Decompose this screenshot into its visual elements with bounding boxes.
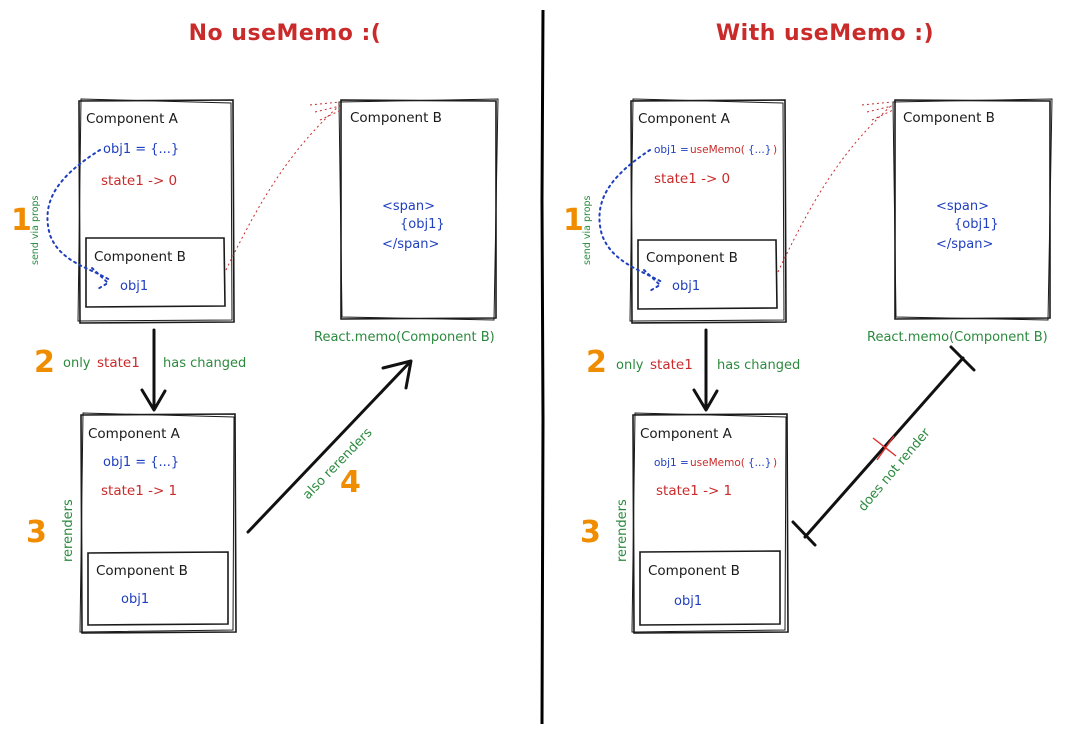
left-arrow-diagonal	[246, 360, 412, 534]
center-divider	[540, 9, 545, 725]
right-component-a-top-obj-memo: useMemo(	[690, 144, 745, 156]
left-component-b-bottom-box	[87, 551, 229, 626]
left-component-b-inner-title: Component B	[94, 249, 186, 265]
right-step-3: 3	[580, 515, 601, 550]
right-component-a-bottom-obj-braces: {...}	[748, 457, 771, 469]
right-component-a-bottom-obj-close: )	[773, 457, 777, 469]
left-component-a-top: Component A obj1 = {...} state1 -> 0 Com…	[77, 98, 235, 324]
right-component-a-top-title: Component A	[638, 111, 731, 127]
right-component-b-right-box-stroke2	[892, 98, 1053, 321]
right-component-a-bottom-box-stroke2	[631, 412, 787, 633]
right-component-a-top-obj-braces: {...}	[748, 144, 771, 156]
right-projection-line-1	[777, 104, 893, 273]
right-blocked-line	[803, 356, 965, 539]
left-component-a-bottom-title: Component A	[88, 426, 181, 442]
left-component-b-right-title: Component B	[350, 110, 442, 126]
right-component-b-right: Component B <span> {obj1} </span> React.…	[867, 98, 1053, 345]
left-step-4: 4	[340, 465, 361, 500]
left-component-a-bottom-state: state1 -> 1	[101, 483, 177, 499]
left-span-obj: {obj1}	[400, 217, 445, 232]
right-component-b-right-title: Component B	[903, 110, 995, 126]
right-component-a-top-obj-prefix: obj1 =	[654, 144, 689, 156]
right-component-b-inner-box	[637, 239, 778, 310]
right-component-a-bottom: Component A obj1 = useMemo( {...} ) stat…	[631, 412, 789, 634]
left-panel: No useMemo :( Component A obj1 = {...} s…	[11, 21, 499, 634]
right-changed-rest: has changed	[717, 358, 800, 373]
left-span-open: <span>	[382, 199, 435, 214]
left-component-b-right-box-stroke2	[338, 98, 499, 321]
right-span-close: </span>	[936, 237, 993, 252]
right-blocked-line-start-bar	[949, 345, 976, 372]
right-component-a-bottom-state: state1 -> 1	[656, 483, 732, 499]
left-span-close: </span>	[382, 237, 439, 252]
left-send-props-arrowhead	[91, 267, 110, 291]
left-component-b-inner-obj: obj1	[120, 279, 148, 294]
right-span-obj: {obj1}	[954, 217, 999, 232]
left-component-a-bottom: Component A obj1 = {...} state1 -> 1 Com…	[79, 412, 237, 634]
left-arrow-down-head	[140, 388, 167, 412]
right-component-a-bottom-obj-memo: useMemo(	[690, 457, 745, 469]
left-component-b-right: Component B <span> {obj1} </span> React.…	[314, 98, 499, 345]
left-step-3: 3	[26, 515, 47, 550]
left-component-a-bottom-box	[80, 413, 237, 634]
right-component-a-top-box	[630, 99, 787, 324]
left-send-via-props-label: send via props	[30, 195, 41, 265]
left-step-1: 1	[11, 203, 32, 238]
left-component-a-top-box-stroke2	[77, 98, 233, 322]
left-component-b-bottom-obj: obj1	[121, 592, 149, 607]
left-component-b-inner-box	[85, 237, 226, 308]
left-projection-line-2	[309, 101, 342, 121]
right-component-b-bottom-title: Component B	[648, 563, 740, 579]
right-component-a-bottom-title: Component A	[640, 426, 733, 442]
left-arrow-diagonal-head	[381, 359, 413, 390]
left-step-2: 2	[34, 345, 55, 380]
right-step-2: 2	[586, 345, 607, 380]
right-does-not-render-label: does not render	[856, 425, 934, 514]
right-component-b-bottom-box	[639, 550, 781, 626]
right-step-1: 1	[563, 203, 584, 238]
right-span-open: <span>	[936, 199, 989, 214]
right-component-b-inner-obj: obj1	[672, 279, 700, 294]
right-rerenders-label: rerenders	[615, 499, 630, 562]
left-component-a-top-box	[78, 99, 235, 324]
right-component-a-bottom-box	[632, 413, 789, 634]
left-component-b-bottom-title: Component B	[96, 563, 188, 579]
right-component-b-bottom-obj: obj1	[674, 594, 702, 609]
right-component-a-bottom-obj-prefix: obj1 =	[654, 457, 689, 469]
right-projection-line-2	[861, 101, 894, 121]
left-component-a-bottom-obj: obj1 = {...}	[103, 455, 179, 470]
right-component-a-top-obj-close: )	[773, 144, 777, 156]
left-component-a-bottom-box-stroke2	[79, 412, 235, 633]
right-blocked-line-end-bar	[791, 520, 817, 547]
right-arrow-down-head	[692, 388, 719, 412]
left-projection-line-1	[225, 104, 341, 271]
left-component-a-top-obj: obj1 = {...}	[103, 142, 179, 157]
right-component-a-top-state: state1 -> 0	[654, 171, 730, 187]
right-changed-state: state1	[650, 357, 693, 373]
left-send-props-curve	[46, 149, 111, 281]
left-component-a-top-title: Component A	[86, 111, 179, 127]
right-component-b-inner-title: Component B	[646, 250, 738, 266]
right-send-props-curve	[598, 149, 663, 283]
right-changed-only: only	[616, 358, 644, 373]
left-component-a-top-state: state1 -> 0	[101, 173, 177, 189]
right-component-a-top: Component A obj1 = useMemo( {...} ) stat…	[629, 98, 787, 324]
right-title: With useMemo :)	[716, 21, 934, 46]
right-send-props-arrowhead	[643, 269, 662, 293]
right-react-memo-label: React.memo(Component B)	[867, 330, 1048, 345]
left-changed-only: only	[63, 356, 91, 371]
left-changed-state: state1	[97, 355, 140, 371]
left-react-memo-label: React.memo(Component B)	[314, 330, 495, 345]
left-title: No useMemo :(	[189, 21, 382, 46]
right-component-a-top-box-stroke2	[629, 98, 785, 322]
left-changed-rest: has changed	[163, 356, 246, 371]
right-panel: With useMemo :) Component A obj1 = useMe…	[563, 21, 1053, 634]
left-rerenders-label: rerenders	[61, 499, 76, 562]
right-cross-mark-icon	[872, 435, 897, 461]
right-send-via-props-label: send via props	[582, 195, 593, 265]
